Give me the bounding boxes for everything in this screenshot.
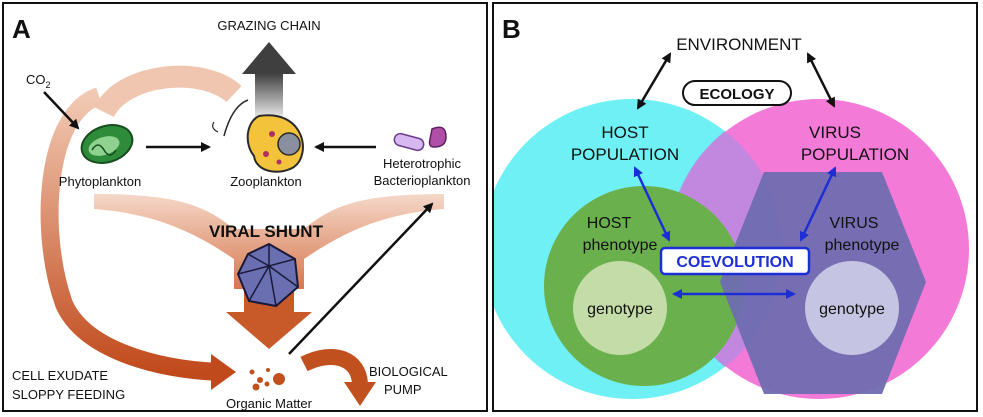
ecology-badge	[682, 80, 792, 106]
panel-b: B ENVIRONMENT ECOLOGY HOST POPULATION VI…	[492, 2, 978, 412]
viral-shunt-label: VIRAL SHUNT	[209, 222, 324, 241]
virus-population-label-2: POPULATION	[801, 145, 909, 164]
panel-a-letter: A	[12, 14, 31, 44]
phytoplankton-icon	[80, 124, 134, 164]
environment-host-arrow	[636, 52, 672, 110]
virus-icon	[236, 242, 300, 308]
zooplankton-label: Zooplankton	[230, 174, 302, 189]
phytoplankton-label: Phytoplankton	[59, 174, 141, 189]
biological-pump-label-2: PUMP	[384, 382, 422, 397]
biological-pump-arrowhead	[344, 382, 376, 406]
virus-phenotype-label-1: VIRUS	[830, 215, 879, 232]
environment-label: ENVIRONMENT	[676, 35, 802, 54]
biological-pump-label-1: BIOLOGICAL	[369, 364, 448, 379]
host-population-label-1: HOST	[601, 123, 648, 142]
coevolution-badge	[659, 246, 811, 276]
viral-shunt-funnel	[94, 194, 444, 289]
host-phenotype-label-2: phenotype	[583, 237, 658, 254]
biological-pump-arrow	[300, 348, 368, 386]
zooplankton-icon	[212, 99, 304, 173]
heterotrophic-label-1: Heterotrophic	[383, 156, 462, 171]
environment-virus-arrow	[806, 52, 836, 108]
virus-population-label-1: VIRUS	[809, 123, 861, 142]
organic-matter-label: Organic Matter	[226, 396, 313, 411]
host-phenotype-label-1: HOST	[587, 215, 632, 232]
host-genotype-circle	[573, 261, 667, 355]
panel-a-diagram: A GRAZING CHAIN VIRAL SHUNT CO2	[12, 14, 471, 411]
virus-genotype-label: genotype	[819, 301, 885, 318]
sloppy-feeding-label: SLOPPY FEEDING	[12, 387, 125, 402]
host-genotype-label: genotype	[587, 301, 653, 318]
virus-population-phenotype-arrow	[799, 166, 837, 242]
co2-label: CO2	[26, 72, 51, 90]
organic-to-bacteria-arrow	[288, 202, 434, 355]
panel-a: A GRAZING CHAIN VIRAL SHUNT CO2	[2, 2, 488, 412]
virus-phenotype-label-2: phenotype	[825, 237, 900, 254]
heterotrophic-label-2: Bacterioplankton	[374, 173, 471, 188]
grazing-chain-label: GRAZING CHAIN	[217, 18, 320, 33]
recycle-loop	[94, 65, 242, 118]
coevolution-label: COEVOLUTION	[676, 254, 793, 271]
panel-b-diagram: B ENVIRONMENT ECOLOGY HOST POPULATION VI…	[494, 14, 969, 399]
ecology-label: ECOLOGY	[699, 86, 774, 103]
bacteria-icon	[393, 126, 447, 152]
host-population-label-2: POPULATION	[571, 145, 679, 164]
grazing-chain-arrow	[242, 42, 296, 120]
cell-exudate-flow	[40, 87, 220, 381]
panel-b-letter: B	[502, 14, 521, 44]
shunt-arrowhead	[226, 312, 312, 349]
virus-genotype-circle	[805, 261, 899, 355]
cell-exudate-label: CELL EXUDATE	[12, 368, 108, 383]
host-population-phenotype-arrow	[633, 166, 671, 242]
organic-matter-particles	[249, 368, 285, 391]
co2-arrow	[43, 91, 80, 130]
cell-exudate-arrowhead	[211, 354, 236, 390]
